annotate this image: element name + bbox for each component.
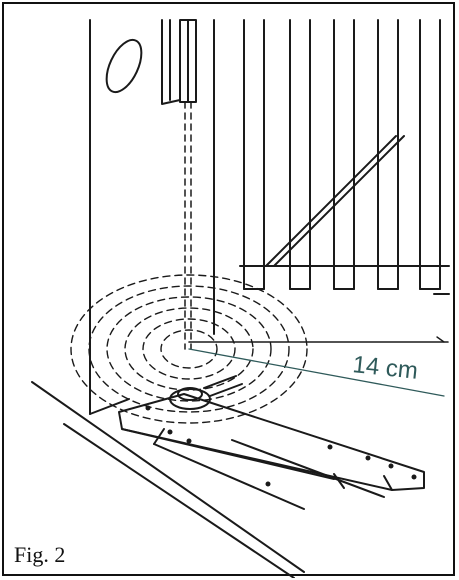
ground-lines (31, 381, 305, 578)
gate-bars (239, 19, 450, 295)
measurement-label: 14 cm (351, 351, 419, 385)
gate-post (89, 19, 215, 415)
base-plate (118, 375, 425, 510)
figure-caption: Fig. 2 (14, 542, 66, 567)
hinge-bracket (161, 19, 197, 105)
measurement-lines (188, 336, 449, 397)
pivot-axis (184, 101, 192, 350)
gate-hinge-diagram: 14 cm (31, 19, 450, 578)
plate-bolts (145, 405, 417, 487)
